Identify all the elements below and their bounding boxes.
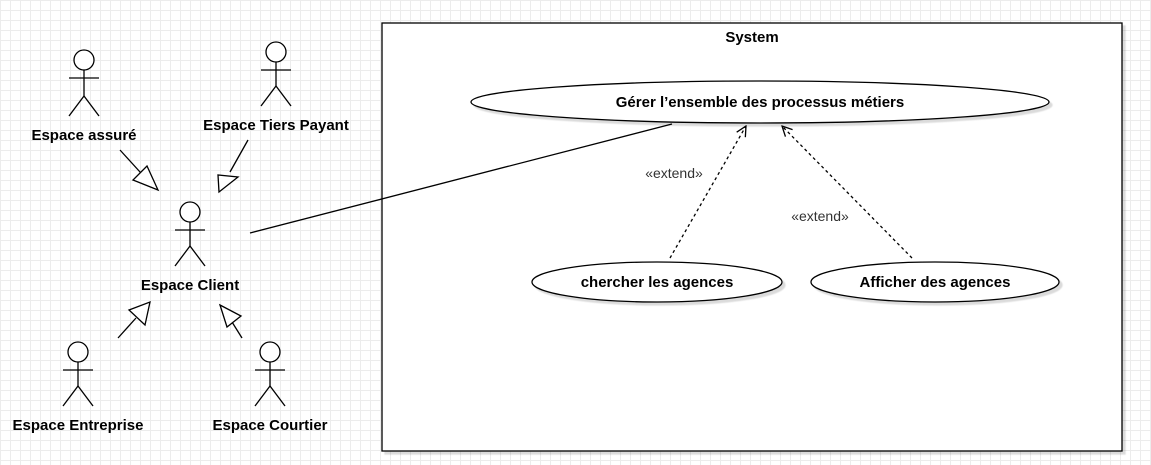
generalization-tiers-arrowhead xyxy=(217,174,240,194)
use-case-gerer[interactable]: Gérer l’ensemble des processus métiers xyxy=(470,80,1050,124)
use-case-chercher[interactable]: chercher les agences xyxy=(531,261,783,303)
generalization-entreprise-arrowhead xyxy=(127,300,151,327)
extend-label-left: «extend» xyxy=(645,165,703,181)
actor-espace-courtier[interactable]: Espace Courtier xyxy=(212,341,328,434)
stick-figure-icon xyxy=(174,201,206,267)
association-client-gerer[interactable] xyxy=(249,123,673,234)
generalization-tiers-line[interactable] xyxy=(229,139,249,173)
actor-label: Espace Entreprise xyxy=(13,417,144,434)
generalization-courtier-line[interactable] xyxy=(231,321,243,339)
extend-afficher-gerer[interactable] xyxy=(782,126,913,259)
use-case-label: chercher les agences xyxy=(581,274,734,291)
use-case-afficher[interactable]: Afficher des agences xyxy=(810,261,1060,303)
actor-label: Espace Client xyxy=(141,277,239,294)
actor-label: Espace Courtier xyxy=(212,417,327,434)
stick-figure-icon xyxy=(260,41,292,107)
extend-chercher-gerer[interactable] xyxy=(669,126,746,259)
system-title: System xyxy=(725,29,778,46)
use-case-label: Afficher des agences xyxy=(860,274,1011,291)
stick-figure-icon xyxy=(62,341,94,407)
actor-label: Espace assuré xyxy=(31,127,136,144)
generalization-entreprise-line[interactable] xyxy=(117,317,137,339)
actor-espace-tiers-payant[interactable]: Espace Tiers Payant xyxy=(203,41,349,134)
stick-figure-icon xyxy=(68,49,100,117)
actor-espace-client[interactable]: Espace Client xyxy=(141,201,239,294)
generalization-courtier-arrowhead xyxy=(218,303,243,329)
generalization-assure-arrowhead xyxy=(131,164,160,192)
extend-label-right: «extend» xyxy=(791,208,849,224)
actor-espace-entreprise[interactable]: Espace Entreprise xyxy=(13,341,144,434)
stick-figure-icon xyxy=(254,341,286,407)
actor-label: Espace Tiers Payant xyxy=(203,117,349,134)
use-case-label: Gérer l’ensemble des processus métiers xyxy=(616,94,904,111)
actor-espace-assure[interactable]: Espace assuré xyxy=(31,49,137,144)
